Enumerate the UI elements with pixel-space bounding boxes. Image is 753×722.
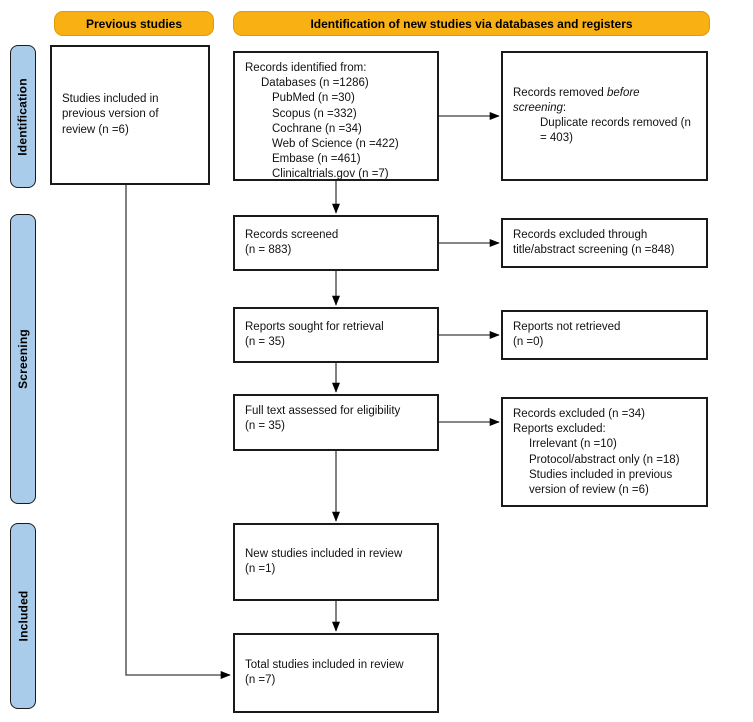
box-text-line: Duplicate records removed (n xyxy=(540,117,691,129)
box-new-studies-included: New studies included in review (n =1) xyxy=(233,523,439,601)
sidebar-included: Included xyxy=(10,523,36,709)
box-text-line: version of review (n =6) xyxy=(529,483,649,496)
box-reports-sought: Reports sought for retrieval (n = 35) xyxy=(233,307,439,363)
box-text-line: previous version of xyxy=(62,108,159,121)
box-text-line: Studies included in xyxy=(62,93,159,106)
sidebar-screening: Screening xyxy=(10,214,36,504)
box-text-line: (n =1) xyxy=(245,563,276,575)
sidebar-screening-label: Screening xyxy=(16,329,31,389)
box-text-line: Full text assessed for eligibility xyxy=(245,405,401,417)
box-text-line: Total studies included in review xyxy=(245,658,404,671)
header-previous-studies: Previous studies xyxy=(54,11,214,36)
box-text-line: Protocol/abstract only (n =18) xyxy=(529,453,680,466)
box-text-line: Records excluded (n =34) xyxy=(513,408,646,420)
box-text-line: screening: xyxy=(513,101,567,114)
box-text-line: = 403) xyxy=(540,132,573,145)
box-records-screened: Records screened (n = 883) xyxy=(233,215,439,271)
box-text-line: (n =0) xyxy=(513,336,544,348)
sidebar-included-label: Included xyxy=(16,590,30,642)
box-text-line: review (n =6) xyxy=(62,123,129,136)
box-text-line: (n = 35) xyxy=(245,336,285,348)
box-text-line: New studies included in review xyxy=(245,547,403,560)
box-records-excluded-screening: Records excluded through title/abstract … xyxy=(501,218,708,268)
box-text-line: Clinicaltrials.gov (n =7) xyxy=(272,168,389,181)
box-text-line: Records removed before xyxy=(513,86,640,99)
sidebar-identification: Identification xyxy=(10,45,36,188)
sidebar-identification-label: Identification xyxy=(16,77,30,156)
box-text-line: title/abstract screening (n =848) xyxy=(513,244,675,256)
box-text-line: Studies included in previous xyxy=(529,468,673,481)
box-text-line: Databases (n =1286) xyxy=(261,77,369,90)
arrow-previous-to-total xyxy=(125,185,231,679)
box-text-line: Reports not retrieved xyxy=(513,320,621,333)
box-text-line: Records screened xyxy=(245,228,339,241)
box-records-removed: Records removed before screening: Duplic… xyxy=(501,51,708,181)
box-text-line: (n = 35) xyxy=(245,420,285,433)
box-text-line: Cochrane (n =34) xyxy=(272,122,362,135)
box-records-excluded-fulltext: Records excluded (n =34) Reports exclude… xyxy=(501,397,708,507)
box-fulltext-assessed: Full text assessed for eligibility (n = … xyxy=(233,394,439,451)
box-text-line: Web of Science (n =422) xyxy=(272,137,399,150)
box-previous-studies-included: Studies included in previous version of … xyxy=(50,45,210,185)
box-text-line: (n =7) xyxy=(245,674,276,686)
box-text-line: Irrelevant (n =10) xyxy=(529,438,617,451)
box-text-line: Records excluded through xyxy=(513,228,648,241)
box-text-line: Embase (n =461) xyxy=(272,153,361,166)
box-text-line: (n = 883) xyxy=(245,244,292,256)
box-reports-not-retrieved: Reports not retrieved (n =0) xyxy=(501,310,708,360)
box-records-identified: Records identified from: Databases (n =1… xyxy=(233,51,439,181)
box-text-line: PubMed (n =30) xyxy=(272,92,355,105)
box-text-line: Scopus (n =332) xyxy=(272,107,357,120)
header-identification-new-studies: Identification of new studies via databa… xyxy=(233,11,710,36)
box-text-line: Records identified from: xyxy=(245,62,367,74)
box-text-line: Reports excluded: xyxy=(513,423,606,436)
box-total-studies-included: Total studies included in review (n =7) xyxy=(233,633,439,713)
box-text-line: Reports sought for retrieval xyxy=(245,320,384,333)
